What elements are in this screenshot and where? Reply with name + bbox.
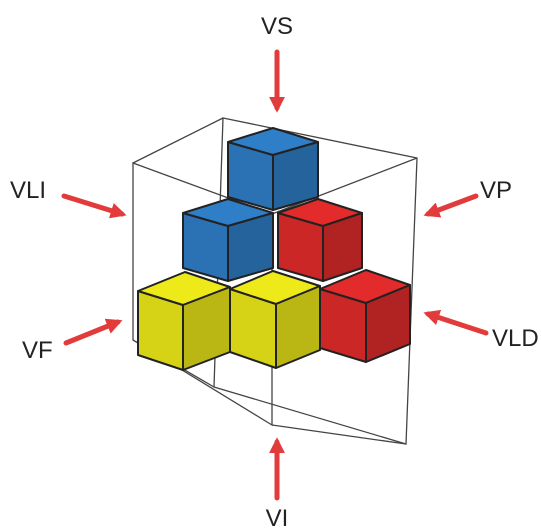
view-labels: VS VLI VP VF VLD VI: [10, 13, 539, 529]
arrow-front: [63, 318, 123, 346]
label-top-view: VS: [261, 13, 293, 40]
label-back-view: VP: [480, 177, 512, 204]
label-right-view: VLD: [492, 325, 539, 352]
cube-yellow-left: [137, 271, 231, 371]
view-arrows: [61, 49, 489, 501]
arrow-left: [61, 193, 127, 219]
arrow-right: [423, 309, 489, 336]
label-front-view: VF: [22, 337, 53, 364]
block-cubes: [137, 127, 411, 371]
cube-edge-top-right: [271, 157, 418, 215]
label-bottom-view: VI: [266, 505, 289, 529]
cube-red-middle: [277, 198, 363, 282]
cube-edge-top-left: [132, 117, 224, 164]
cube-yellow-right: [229, 270, 321, 369]
cube-edge-bottom-right: [271, 424, 407, 445]
label-left-view: VLI: [10, 177, 46, 204]
cube-red-bottom: [319, 269, 411, 363]
cube-blue-top: [227, 127, 319, 211]
arrow-back: [423, 193, 479, 218]
cube-blue-middle: [182, 198, 274, 282]
